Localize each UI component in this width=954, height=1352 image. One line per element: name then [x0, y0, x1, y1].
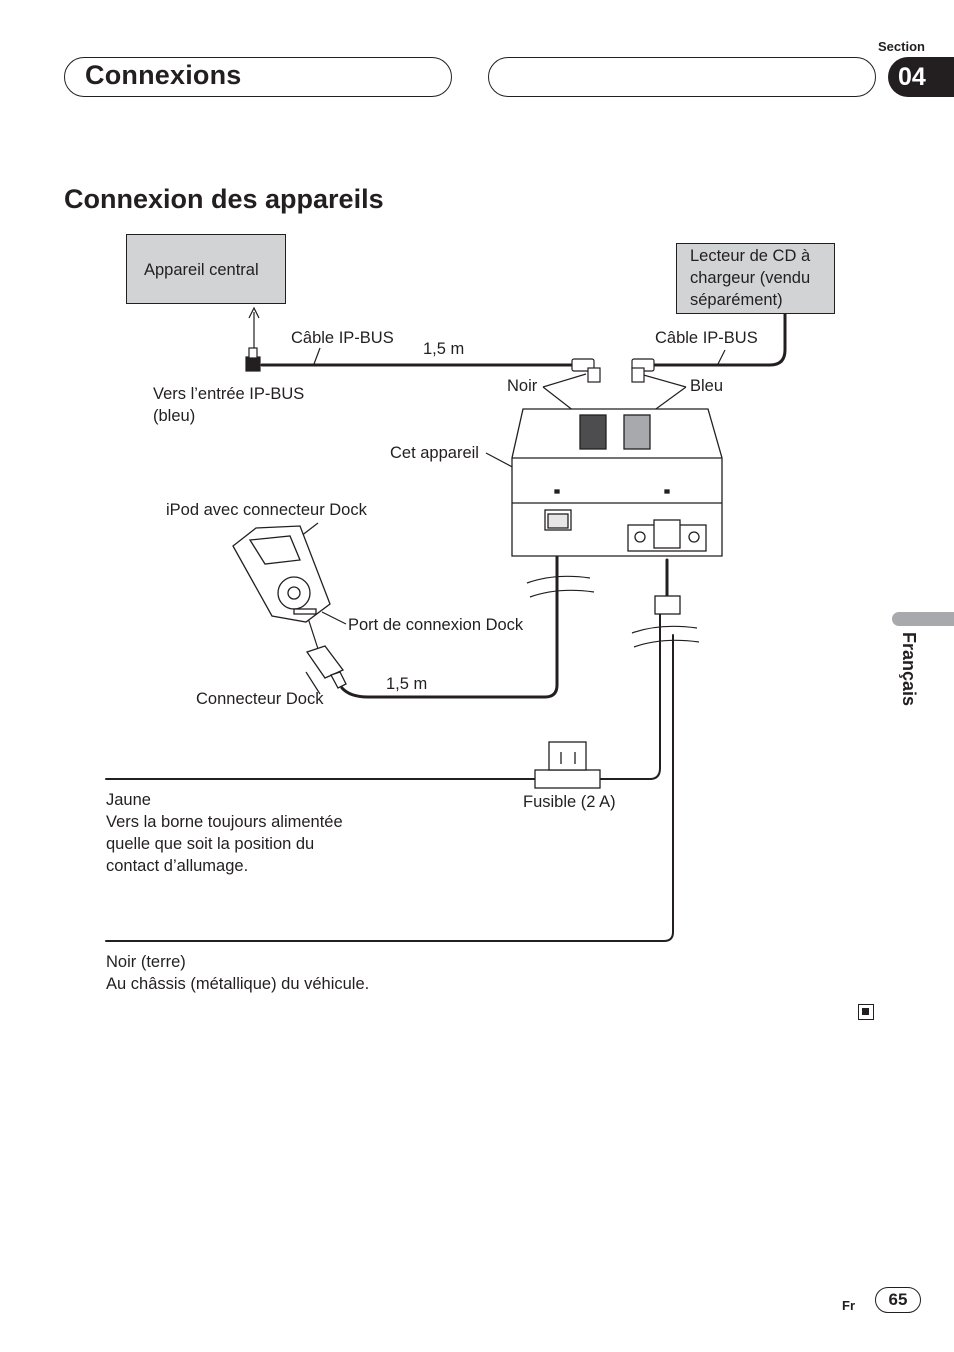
black-label: Noir [507, 377, 538, 395]
central-unit-label: Appareil central [144, 261, 259, 279]
central-unit-box: Appareil central [126, 234, 286, 304]
this-unit-label: Cet appareil [390, 444, 479, 462]
ipbus-cable-left-label: Câble IP-BUS [291, 329, 394, 347]
ipbus-cable-right-label: Câble IP-BUS [655, 329, 758, 347]
ipbus-input-label-1: Vers l’entrée IP-BUS [153, 385, 305, 403]
cd-changer-box: Lecteur de CD à chargeur (vendu séparéme… [676, 243, 835, 314]
ipod-dock-label: iPod avec connecteur Dock [166, 501, 367, 519]
cd-changer-label-2: chargeur (vendu [690, 269, 811, 287]
yellow-wire-label-4: contact d’allumage. [106, 857, 249, 875]
header-title: Connexions [85, 60, 242, 90]
cable-length-bottom-label: 1,5 m [386, 675, 428, 693]
footer-lang-code: Fr [842, 1298, 855, 1313]
page-heading: Connexion des appareils [64, 184, 384, 214]
ground-wire-label-2: Au châssis (métallique) du véhicule. [106, 975, 370, 993]
dock-port-label: Port de connexion Dock [348, 616, 524, 634]
ipbus-input-label-2: (bleu) [153, 407, 196, 425]
section-number-badge: 04 [888, 57, 954, 97]
yellow-wire-label-1: Jaune [106, 791, 151, 809]
language-tab [892, 612, 954, 626]
end-mark-icon [858, 1004, 874, 1020]
ground-wire-label-1: Noir (terre) [106, 953, 186, 971]
yellow-wire-label-2: Vers la borne toujours alimentée [106, 813, 343, 831]
cd-changer-label-1: Lecteur de CD à [690, 247, 811, 265]
cd-changer-label-3: séparément) [690, 291, 783, 309]
fuse-label: Fusible (2 A) [523, 793, 616, 811]
yellow-wire-label-3: quelle que soit la position du [106, 835, 315, 853]
language-label: Français [899, 632, 919, 707]
section-label: Section [878, 39, 925, 54]
header-right-frame [488, 57, 876, 97]
blue-label: Bleu [690, 377, 724, 395]
header-title-frame [64, 57, 452, 97]
section-number: 04 [898, 62, 926, 91]
page-number: 65 [875, 1287, 921, 1313]
cable-length-top-label: 1,5 m [423, 340, 465, 358]
dock-connector-label: Connecteur Dock [196, 690, 324, 708]
